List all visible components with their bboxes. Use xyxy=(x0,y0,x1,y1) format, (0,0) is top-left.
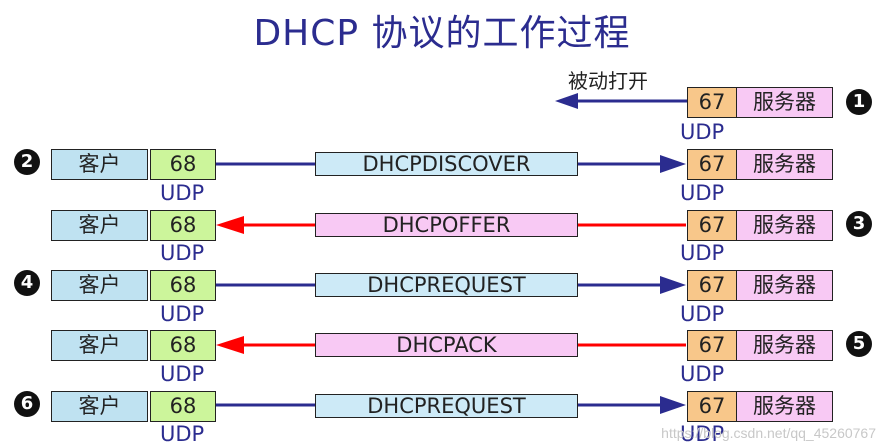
step-4-marker: 4 xyxy=(14,270,40,296)
server-udp-label: UDP xyxy=(680,362,725,386)
message-dhcprequest: DHCPREQUEST xyxy=(315,273,578,297)
server-port-67: 67 xyxy=(687,87,737,118)
passive-open-label: 被动打开 xyxy=(568,69,648,93)
message-dhcpoffer: DHCPOFFER xyxy=(315,213,578,237)
server-box: 服务器 xyxy=(736,87,833,118)
step-1-marker: 1 xyxy=(846,89,872,115)
client-udp-label: UDP xyxy=(160,362,205,386)
step-6-marker: 6 xyxy=(14,391,40,417)
arrowhead-discover xyxy=(660,155,686,173)
server-port-67: 67 xyxy=(687,330,737,361)
step-3-marker: 3 xyxy=(846,211,872,237)
diagram-title: DHCP 协议的工作过程 xyxy=(253,13,631,54)
client-port-68: 68 xyxy=(150,270,216,301)
client-udp-label: UDP xyxy=(160,302,205,326)
client-port-68: 68 xyxy=(150,149,216,180)
server-box: 服务器 xyxy=(736,391,833,422)
client-udp-label: UDP xyxy=(160,422,205,446)
message-dhcprequest: DHCPREQUEST xyxy=(315,394,578,418)
arrowhead-request-1 xyxy=(660,276,686,294)
server-box: 服务器 xyxy=(736,330,833,361)
watermark: https://blog.csdn.net/qq_45260767 xyxy=(661,425,876,441)
client-port-68: 68 xyxy=(150,210,216,241)
server-udp-label: UDP xyxy=(680,241,725,265)
server-box: 服务器 xyxy=(736,210,833,241)
step-5-marker: 5 xyxy=(846,331,872,357)
message-dhcpack: DHCPACK xyxy=(315,333,578,357)
server-port-67: 67 xyxy=(687,391,737,422)
server-udp-label: UDP xyxy=(680,302,725,326)
server-port-67: 67 xyxy=(687,149,737,180)
server-udp-label: UDP xyxy=(680,181,725,205)
server-box: 服务器 xyxy=(736,270,833,301)
client-box: 客户 xyxy=(51,330,148,361)
client-port-68: 68 xyxy=(150,391,216,422)
server-port-67: 67 xyxy=(687,270,737,301)
client-box: 客户 xyxy=(51,391,148,422)
client-port-68: 68 xyxy=(150,330,216,361)
client-box: 客户 xyxy=(51,210,148,241)
arrowhead-offer xyxy=(216,216,244,234)
message-dhcpdiscover: DHCPDISCOVER xyxy=(315,152,578,176)
client-udp-label: UDP xyxy=(160,241,205,265)
server-udp-label: UDP xyxy=(680,120,725,144)
arrowhead-request-2 xyxy=(660,396,686,414)
client-box: 客户 xyxy=(51,149,148,180)
client-box: 客户 xyxy=(51,270,148,301)
server-udp-label: UDP xyxy=(680,422,725,446)
step-2-marker: 2 xyxy=(14,149,40,175)
client-udp-label: UDP xyxy=(160,181,205,205)
server-port-67: 67 xyxy=(687,210,737,241)
passive-open-arrowhead xyxy=(555,93,578,109)
server-box: 服务器 xyxy=(736,149,833,180)
arrowhead-ack xyxy=(216,336,244,354)
